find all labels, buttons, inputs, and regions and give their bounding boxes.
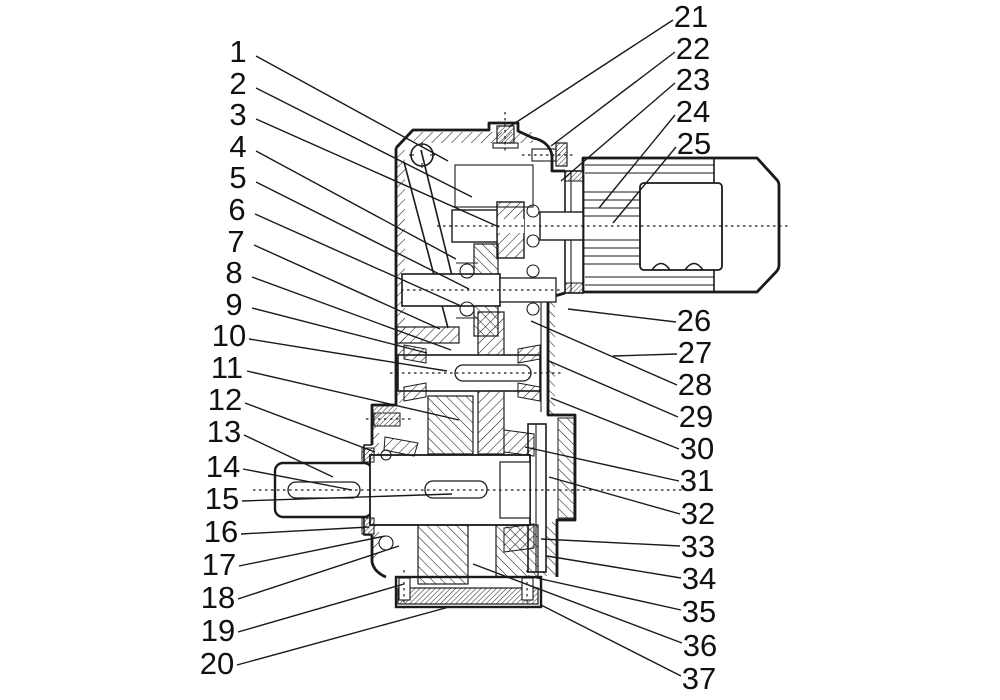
part-number-label-36: 36	[683, 628, 717, 663]
callout-line-31	[524, 446, 680, 482]
callout-line-3	[255, 118, 500, 228]
callout-line-13	[243, 434, 334, 478]
callout-line-24	[598, 114, 676, 209]
motor-fins	[583, 191, 640, 265]
part-number-label-32: 32	[681, 496, 715, 531]
part-number-label-23: 23	[676, 62, 710, 97]
callout-line-28	[530, 320, 678, 386]
callout-line-37	[540, 604, 682, 677]
centerlines	[253, 112, 791, 610]
part-number-label-16: 16	[204, 514, 238, 549]
part-number-label-35: 35	[682, 594, 716, 629]
part-number-label-6: 6	[228, 192, 245, 227]
callout-line-34	[546, 555, 682, 579]
part-number-label-2: 2	[229, 66, 246, 101]
callout-line-22	[550, 51, 676, 147]
part-number-label-30: 30	[680, 431, 714, 466]
callout-line-25	[612, 146, 677, 224]
part-number-label-18: 18	[201, 580, 235, 615]
callout-line-26	[567, 308, 677, 323]
part-number-label-8: 8	[225, 255, 242, 290]
input-pinion-stage	[451, 201, 584, 259]
part-number-label-9: 9	[225, 287, 242, 322]
callout-line-36	[472, 563, 683, 644]
ball-bearing	[456, 262, 478, 319]
callout-line-8	[251, 276, 452, 351]
callout-line-18	[237, 545, 400, 600]
callout-line-35	[527, 575, 682, 611]
part-number-label-7: 7	[227, 224, 244, 259]
part-number-label-19: 19	[201, 613, 235, 648]
callout-line-1	[255, 55, 449, 162]
callout-line-11	[246, 370, 460, 421]
part-number-label-28: 28	[678, 367, 712, 402]
part-number-label-3: 3	[229, 97, 246, 132]
part-number-label-17: 17	[202, 547, 236, 582]
part-number-label-27: 27	[678, 335, 712, 370]
part-number-label-14: 14	[206, 449, 240, 484]
part-number-label-31: 31	[680, 463, 714, 498]
callout-line-27	[612, 353, 678, 357]
callout-line-19	[237, 583, 405, 633]
part-number-label-37: 37	[682, 661, 716, 696]
part-number-label-22: 22	[676, 31, 710, 66]
part-number-label-5: 5	[229, 160, 246, 195]
callout-line-10	[248, 338, 448, 372]
callout-line-20	[236, 606, 450, 666]
callout-line-6	[254, 213, 462, 307]
ball-bearing	[526, 264, 540, 316]
callout-line-33	[540, 538, 681, 547]
part-number-label-20: 20	[200, 646, 234, 681]
side-bolt	[531, 142, 568, 167]
callout-line-16	[240, 526, 370, 535]
callouts: 1234567891011121314151617181920212223242…	[200, 0, 717, 696]
part-number-label-26: 26	[677, 303, 711, 338]
motor-stator	[639, 182, 723, 271]
part-number-label-4: 4	[229, 129, 246, 164]
callout-line-5	[255, 181, 470, 290]
part-number-label-21: 21	[674, 0, 708, 34]
callout-line-23	[560, 82, 676, 182]
part-number-label-33: 33	[681, 529, 715, 564]
callout-line-9	[251, 307, 428, 354]
part-number-label-1: 1	[229, 34, 246, 69]
callout-line-15	[241, 493, 453, 502]
callout-line-7	[253, 244, 441, 330]
part-number-label-15: 15	[205, 481, 239, 516]
part-number-label-24: 24	[676, 94, 710, 129]
callout-line-30	[550, 397, 680, 450]
callout-line-14	[242, 468, 353, 491]
callout-line-32	[548, 476, 681, 515]
part-number-label-34: 34	[682, 561, 716, 596]
callout-line-21	[508, 19, 674, 128]
output-shaft-assembly	[273, 412, 547, 585]
callout-line-17	[238, 535, 386, 567]
callout-line-12	[244, 402, 376, 453]
part-number-label-10: 10	[212, 318, 246, 353]
part-number-label-13: 13	[207, 414, 241, 449]
part-number-label-11: 11	[211, 350, 243, 385]
callout-line-4	[255, 150, 457, 260]
part-number-label-25: 25	[677, 126, 711, 161]
part-number-label-12: 12	[208, 382, 242, 417]
part-number-label-29: 29	[679, 399, 713, 434]
callout-line-2	[255, 87, 473, 198]
callout-line-29	[548, 360, 679, 418]
